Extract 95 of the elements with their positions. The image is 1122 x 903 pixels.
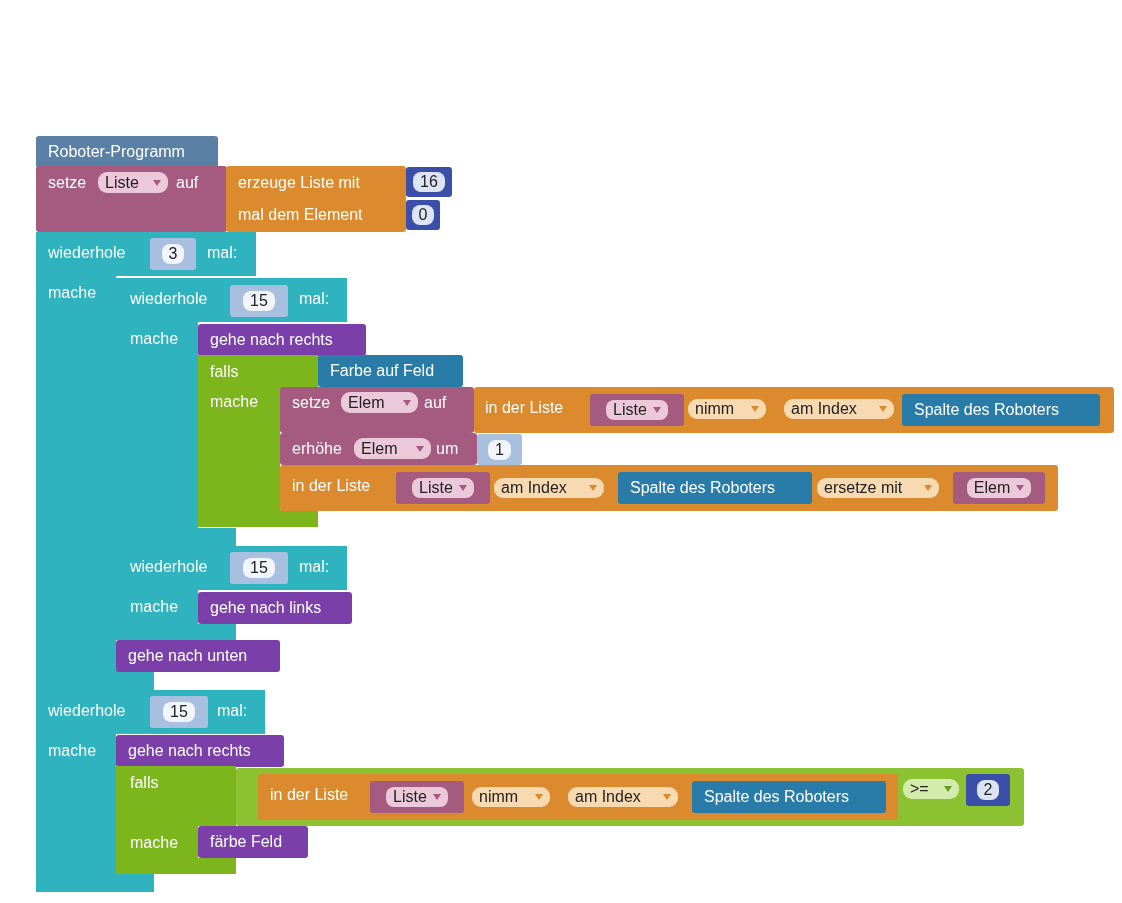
- number-value: 15: [243, 558, 275, 578]
- variable-block: [590, 394, 684, 426]
- number-value: 15: [163, 702, 195, 722]
- block-label: gehe nach unten: [128, 647, 248, 665]
- number-value: 16: [413, 172, 445, 192]
- block-label: Spalte des Roboters: [704, 788, 849, 806]
- block-label: Farbe auf Feld: [330, 362, 435, 380]
- dropdown-field: [354, 438, 431, 459]
- variable-block: [396, 472, 490, 504]
- dropdown-text: nimm: [695, 400, 735, 418]
- block-label: wiederhole: [48, 702, 126, 720]
- block-label: erzeuge Liste mit: [238, 174, 360, 192]
- variable-statement-block: [280, 433, 477, 465]
- sensor-block: [692, 781, 886, 813]
- block-label: auf: [424, 394, 447, 412]
- number-block: [150, 696, 208, 728]
- block-label: mache: [130, 330, 179, 348]
- number-block: [230, 285, 288, 317]
- variable-name: Elem: [973, 479, 1011, 497]
- block-label: falls: [210, 363, 239, 381]
- sensor-block: [318, 355, 463, 387]
- dropdown-field: [688, 399, 766, 419]
- dropdown-text: am Index: [791, 400, 857, 418]
- number-block: [406, 167, 452, 197]
- block-label: mal:: [299, 558, 330, 576]
- dropdown-field: [784, 399, 894, 419]
- dropdown-text: am Index: [575, 788, 641, 806]
- block-label: auf: [176, 174, 199, 192]
- block-label: um: [436, 440, 459, 458]
- block-label: mal:: [207, 244, 238, 262]
- block-label: mal dem Element: [238, 206, 363, 224]
- variable-block: [953, 472, 1045, 504]
- variable-statement-block: [280, 387, 474, 433]
- number-value: 15: [243, 291, 275, 311]
- block-label: wiederhole: [130, 558, 208, 576]
- block-label: mache: [48, 284, 97, 302]
- variable-block: [370, 781, 464, 813]
- dropdown-text: ersetze mit: [824, 479, 903, 497]
- block-label: Spalte des Roboters: [630, 479, 775, 497]
- dropdown-field: [903, 779, 959, 799]
- list-block: [258, 774, 898, 820]
- block-label: wiederhole: [48, 244, 126, 262]
- dropdown-text: Elem: [348, 393, 385, 412]
- program-start-block: [36, 136, 218, 168]
- block-label: färbe Feld: [210, 833, 283, 851]
- block-label: erhöhe: [292, 440, 342, 458]
- number-block: [150, 238, 196, 270]
- block-label: mache: [130, 598, 179, 616]
- dropdown-field: [817, 478, 939, 498]
- dropdown-text: >=: [910, 780, 929, 798]
- list-block: [474, 387, 1114, 433]
- dropdown-text: nimm: [479, 788, 519, 806]
- move-block: [116, 640, 280, 672]
- list-block: [226, 166, 406, 232]
- block-label: mache: [48, 742, 97, 760]
- move-block: [198, 324, 366, 356]
- block-label: mal:: [217, 702, 248, 720]
- block-label: falls: [130, 774, 159, 792]
- variable-name: Liste: [613, 401, 647, 419]
- sensor-block: [618, 472, 812, 504]
- dropdown-text: am Index: [501, 479, 567, 497]
- number-block: [966, 774, 1010, 806]
- block-label: setze: [292, 394, 331, 412]
- variable-name: Liste: [393, 788, 427, 806]
- block-label: Spalte des Roboters: [914, 401, 1059, 419]
- block-label: mache: [210, 393, 259, 411]
- loop-block: [116, 546, 352, 640]
- dropdown-field: [472, 787, 550, 807]
- move-block: [116, 735, 284, 767]
- variable-statement-block: [36, 166, 227, 232]
- sensor-block: [902, 394, 1100, 426]
- block-label: Roboter-Programm: [48, 143, 185, 161]
- move-block: [198, 592, 352, 624]
- block-label: gehe nach links: [210, 599, 322, 617]
- block-label: gehe nach rechts: [210, 331, 333, 349]
- block-label: gehe nach rechts: [128, 742, 251, 760]
- compare-block: [236, 768, 1024, 826]
- block-label: in der Liste: [270, 786, 349, 804]
- block-label: setze: [48, 174, 87, 192]
- move-block: [198, 826, 308, 858]
- list-block: [280, 465, 1058, 511]
- dropdown-field: [568, 787, 678, 807]
- block-label: wiederhole: [130, 290, 208, 308]
- block-label: in der Liste: [292, 477, 371, 495]
- dropdown-field: [494, 478, 604, 498]
- number-block: [230, 552, 288, 584]
- dropdown-text: Elem: [361, 439, 398, 458]
- block-label: in der Liste: [485, 399, 564, 417]
- variable-name: Liste: [419, 479, 453, 497]
- block-label: mal:: [299, 290, 330, 308]
- block-label: mache: [130, 834, 179, 852]
- number-block: [477, 434, 522, 465]
- dropdown-field: [341, 392, 418, 413]
- dropdown-text: Liste: [105, 173, 139, 192]
- dropdown-field: [98, 172, 168, 193]
